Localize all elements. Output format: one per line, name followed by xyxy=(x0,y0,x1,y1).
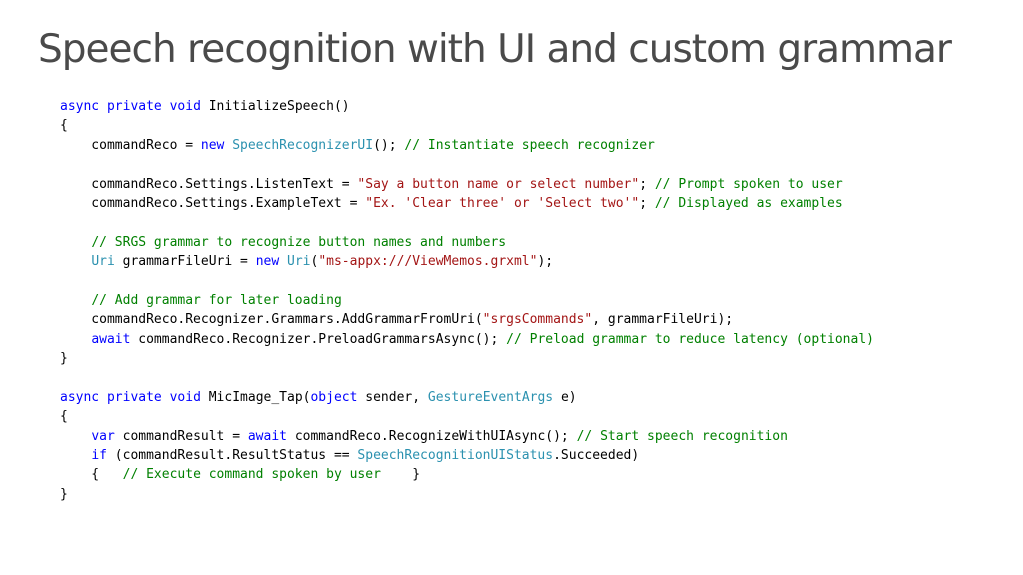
code-token-plain: { xyxy=(60,467,123,483)
code-line: commandReco.Settings.ExampleText = "Ex. … xyxy=(60,194,874,213)
code-token-plain: commandReco.Settings.ExampleText = xyxy=(60,195,366,211)
code-line: Uri grammarFileUri = new Uri("ms-appx://… xyxy=(60,252,874,271)
code-line xyxy=(60,155,874,174)
code-token-comment: // Preload grammar to reduce latency (op… xyxy=(506,331,874,347)
code-token-str: "srgsCommands" xyxy=(482,312,593,328)
code-token-plain: MicImage_Tap( xyxy=(200,389,311,405)
code-line: var commandResult = await commandReco.Re… xyxy=(60,427,874,446)
code-line: async private void MicImage_Tap(object s… xyxy=(60,388,874,407)
code-token-plain: grammarFileUri = xyxy=(114,254,256,270)
code-line: await commandReco.Recognizer.PreloadGram… xyxy=(60,330,874,349)
code-line: { xyxy=(60,407,874,426)
code-line: // Add grammar for later loading xyxy=(60,291,874,310)
code-token-type: SpeechRecognizerUI xyxy=(232,137,374,153)
code-line: commandReco.Settings.ListenText = "Say a… xyxy=(60,175,874,194)
code-token-plain xyxy=(99,390,107,405)
code-token-plain: } xyxy=(60,351,68,367)
code-block: async private void InitializeSpeech() { c… xyxy=(60,97,874,504)
code-token-kw: async xyxy=(60,389,100,405)
code-token-comment: // Execute command spoken by user xyxy=(122,467,381,483)
code-token-plain: { xyxy=(60,409,68,425)
code-token-plain: , grammarFileUri); xyxy=(592,312,734,328)
code-token-kw: if xyxy=(91,448,107,464)
code-line: } xyxy=(60,349,874,368)
code-line xyxy=(60,213,874,232)
code-token-plain: (); xyxy=(373,137,405,153)
code-token-kw: private xyxy=(106,389,162,405)
code-token-plain: commandReco.Settings.ListenText = xyxy=(60,176,358,192)
code-token-str: "Ex. 'Clear three' or 'Select two'" xyxy=(365,195,640,211)
code-token-plain xyxy=(60,448,91,463)
code-line: if (commandResult.ResultStatus == Speech… xyxy=(60,446,874,465)
code-token-comment: // Displayed as examples xyxy=(654,195,843,211)
code-token-str: "Say a button name or select number" xyxy=(357,176,640,192)
code-token-plain xyxy=(162,99,170,114)
code-token-plain: commandReco.RecognizeWithUIAsync(); xyxy=(287,428,577,444)
code-token-kw: object xyxy=(310,389,358,405)
code-token-str: "ms-appx:///ViewMemos.grxml" xyxy=(318,254,538,270)
code-token-plain: } xyxy=(380,467,421,483)
code-token-plain: ; xyxy=(639,195,655,211)
code-token-plain xyxy=(60,254,91,269)
code-token-comment: // Add grammar for later loading xyxy=(91,292,342,308)
code-token-comment: // Instantiate speech recognizer xyxy=(404,137,655,153)
code-line: } xyxy=(60,485,874,504)
code-token-kw: await xyxy=(91,331,131,347)
code-token-kw: async xyxy=(60,99,100,114)
code-token-plain: commandResult = xyxy=(114,428,248,444)
code-token-kw: void xyxy=(169,389,201,405)
code-token-plain: sender, xyxy=(357,389,428,405)
code-token-plain: ; xyxy=(639,176,655,192)
code-line: { xyxy=(60,116,874,135)
code-token-plain: e) xyxy=(553,389,577,405)
code-token-type: Uri xyxy=(287,254,311,270)
code-token-plain xyxy=(162,390,170,405)
code-token-type: SpeechRecognitionUIStatus xyxy=(357,448,554,464)
code-line: commandReco = new SpeechRecognizerUI(); … xyxy=(60,136,874,155)
code-token-plain xyxy=(60,293,91,308)
slide-title: Speech recognition with UI and custom gr… xyxy=(38,27,952,72)
code-token-plain: } xyxy=(60,486,68,502)
code-token-plain: InitializeSpeech() xyxy=(200,99,350,114)
code-token-plain: commandReco.Recognizer.Grammars.AddGramm… xyxy=(60,312,483,328)
code-token-kw: private xyxy=(106,99,162,114)
code-token-plain xyxy=(60,235,91,250)
code-line xyxy=(60,368,874,387)
code-token-plain: commandReco = xyxy=(60,137,201,153)
code-token-plain xyxy=(99,99,107,114)
code-token-kw: new xyxy=(200,137,225,153)
code-token-plain: .Succeeded) xyxy=(553,448,640,464)
code-token-plain: ); xyxy=(537,254,554,270)
code-token-comment: // Start speech recognition xyxy=(576,428,788,444)
code-token-plain xyxy=(60,332,91,347)
code-token-kw: new xyxy=(255,254,280,270)
code-line xyxy=(60,272,874,291)
code-token-kw: var xyxy=(91,428,115,444)
code-token-type: Uri xyxy=(91,254,115,270)
code-line: // SRGS grammar to recognize button name… xyxy=(60,233,874,252)
code-line: { // Execute command spoken by user } xyxy=(60,465,874,484)
code-token-comment: // SRGS grammar to recognize button name… xyxy=(91,234,507,250)
code-token-plain: { xyxy=(60,118,68,134)
code-token-kw: void xyxy=(169,99,201,114)
code-token-plain xyxy=(60,429,91,444)
code-line: async private void InitializeSpeech() xyxy=(60,97,874,116)
code-token-plain: (commandResult.ResultStatus == xyxy=(106,448,358,464)
code-token-plain xyxy=(279,254,287,269)
code-token-kw: await xyxy=(247,428,287,444)
code-token-comment: // Prompt spoken to user xyxy=(654,176,843,192)
code-line: commandReco.Recognizer.Grammars.AddGramm… xyxy=(60,310,874,329)
code-token-plain: commandReco.Recognizer.PreloadGrammarsAs… xyxy=(130,331,507,347)
code-token-type: GestureEventArgs xyxy=(427,389,554,405)
code-token-plain: ( xyxy=(310,254,319,270)
